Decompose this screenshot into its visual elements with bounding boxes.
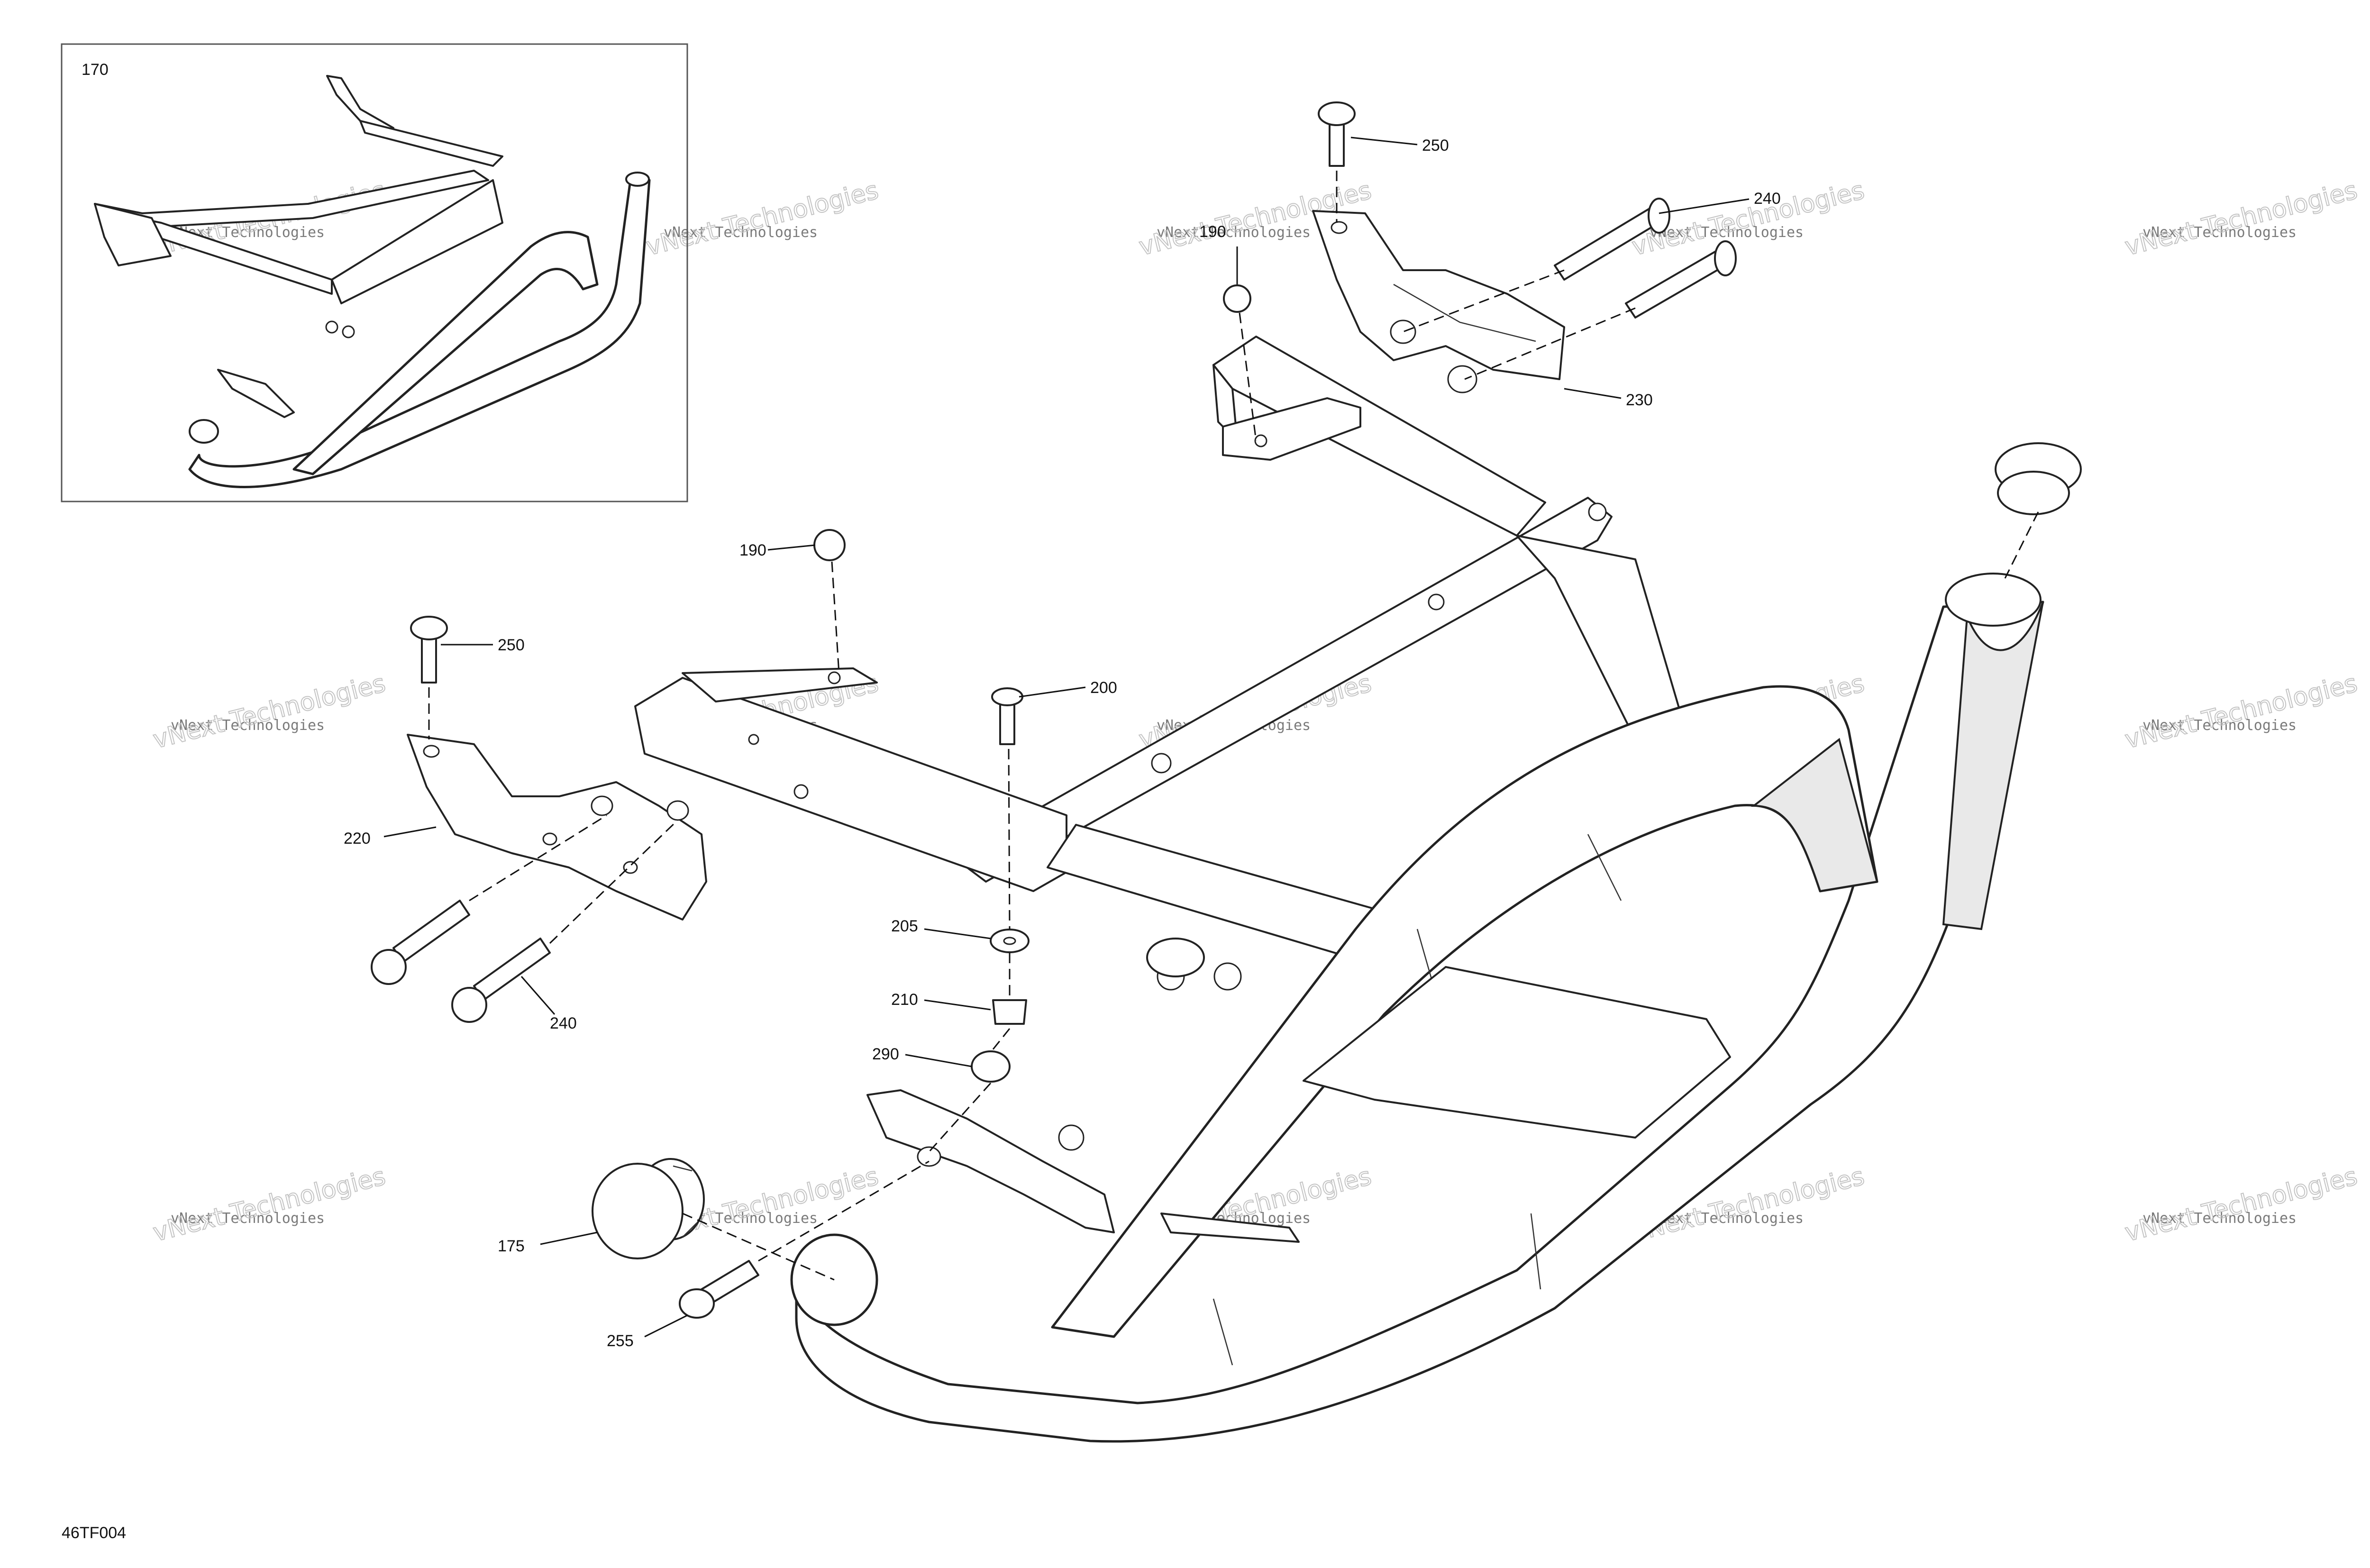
inset-label: 170 bbox=[82, 61, 109, 79]
leader-lines bbox=[383, 137, 1750, 1338]
watermark-text: vNext Technologies bbox=[171, 1210, 325, 1227]
watermark: vNext Technologies vNext Technologies bbox=[150, 669, 389, 755]
callout-190-mid: 190 bbox=[739, 541, 766, 559]
callout-220: 220 bbox=[344, 830, 371, 848]
drawing-code: 46TF004 bbox=[62, 1524, 126, 1542]
watermark-text: vNext Technologies bbox=[643, 176, 881, 262]
callout-210: 210 bbox=[891, 991, 918, 1009]
flange-nut bbox=[1213, 962, 1242, 991]
callout-205: 205 bbox=[891, 917, 918, 935]
inset-tube-end bbox=[189, 419, 219, 444]
callout-250-left: 250 bbox=[498, 636, 525, 654]
mount-bracket-230 bbox=[1312, 210, 1565, 393]
inset-bumper bbox=[94, 75, 651, 488]
inset-frame bbox=[61, 43, 688, 502]
bumper-tube bbox=[790, 573, 2044, 1443]
watermark: vNext Technologies vNext Technologies bbox=[2122, 669, 2361, 755]
watermark: vNext Technologies vNext Technologies bbox=[2122, 1162, 2361, 1248]
end-cap-right bbox=[1995, 442, 2082, 515]
watermark-text: vNext Technologies bbox=[2122, 669, 2360, 755]
watermark: vNext Technologies vNext Technologies bbox=[2122, 176, 2361, 262]
watermark-text: vNext Technologies bbox=[664, 224, 818, 241]
watermark-text: vNext Technologies bbox=[2142, 717, 2297, 734]
callout-200: 200 bbox=[1090, 679, 1117, 697]
watermark-text: vNext Technologies bbox=[2122, 176, 2360, 262]
watermark: vNext Technologies vNext Technologies bbox=[643, 176, 882, 262]
watermark-text: vNext Technologies bbox=[2142, 224, 2297, 241]
main-assembly: 250 240 190 230 190 250 200 220 240 205 … bbox=[344, 101, 2082, 1443]
watermark-text: vNext Technologies bbox=[2122, 1162, 2360, 1248]
watermark-text: vNext Technologies bbox=[1157, 224, 1311, 241]
callout-240-left: 240 bbox=[550, 1014, 577, 1032]
watermark-text: vNext Technologies bbox=[150, 1162, 388, 1248]
callout-230: 230 bbox=[1626, 391, 1653, 409]
watermark-text: vNext Technologies bbox=[171, 717, 325, 734]
watermark: vNext Technologies vNext Technologies bbox=[150, 1162, 389, 1248]
callout-290: 290 bbox=[872, 1045, 899, 1063]
callout-240-top: 240 bbox=[1754, 190, 1781, 208]
callout-250-top: 250 bbox=[1422, 137, 1449, 155]
callout-255: 255 bbox=[607, 1332, 634, 1350]
callout-190-top: 190 bbox=[1199, 223, 1226, 241]
watermark-text: vNext Technologies bbox=[1650, 224, 1804, 241]
end-cap-175 bbox=[592, 1158, 705, 1259]
callout-175: 175 bbox=[498, 1237, 525, 1255]
mount-bracket-220 bbox=[407, 734, 707, 921]
fasteners bbox=[371, 101, 1737, 1319]
callouts: 250 240 190 230 190 250 200 220 240 205 … bbox=[344, 137, 1781, 1350]
assembly-lines bbox=[428, 171, 2039, 1281]
upper-rail bbox=[1212, 336, 1546, 537]
inset-assembled-view: 170 bbox=[61, 43, 688, 502]
watermark-text: vNext Technologies bbox=[150, 669, 388, 755]
watermark-text: vNext Technologies bbox=[2142, 1210, 2297, 1227]
